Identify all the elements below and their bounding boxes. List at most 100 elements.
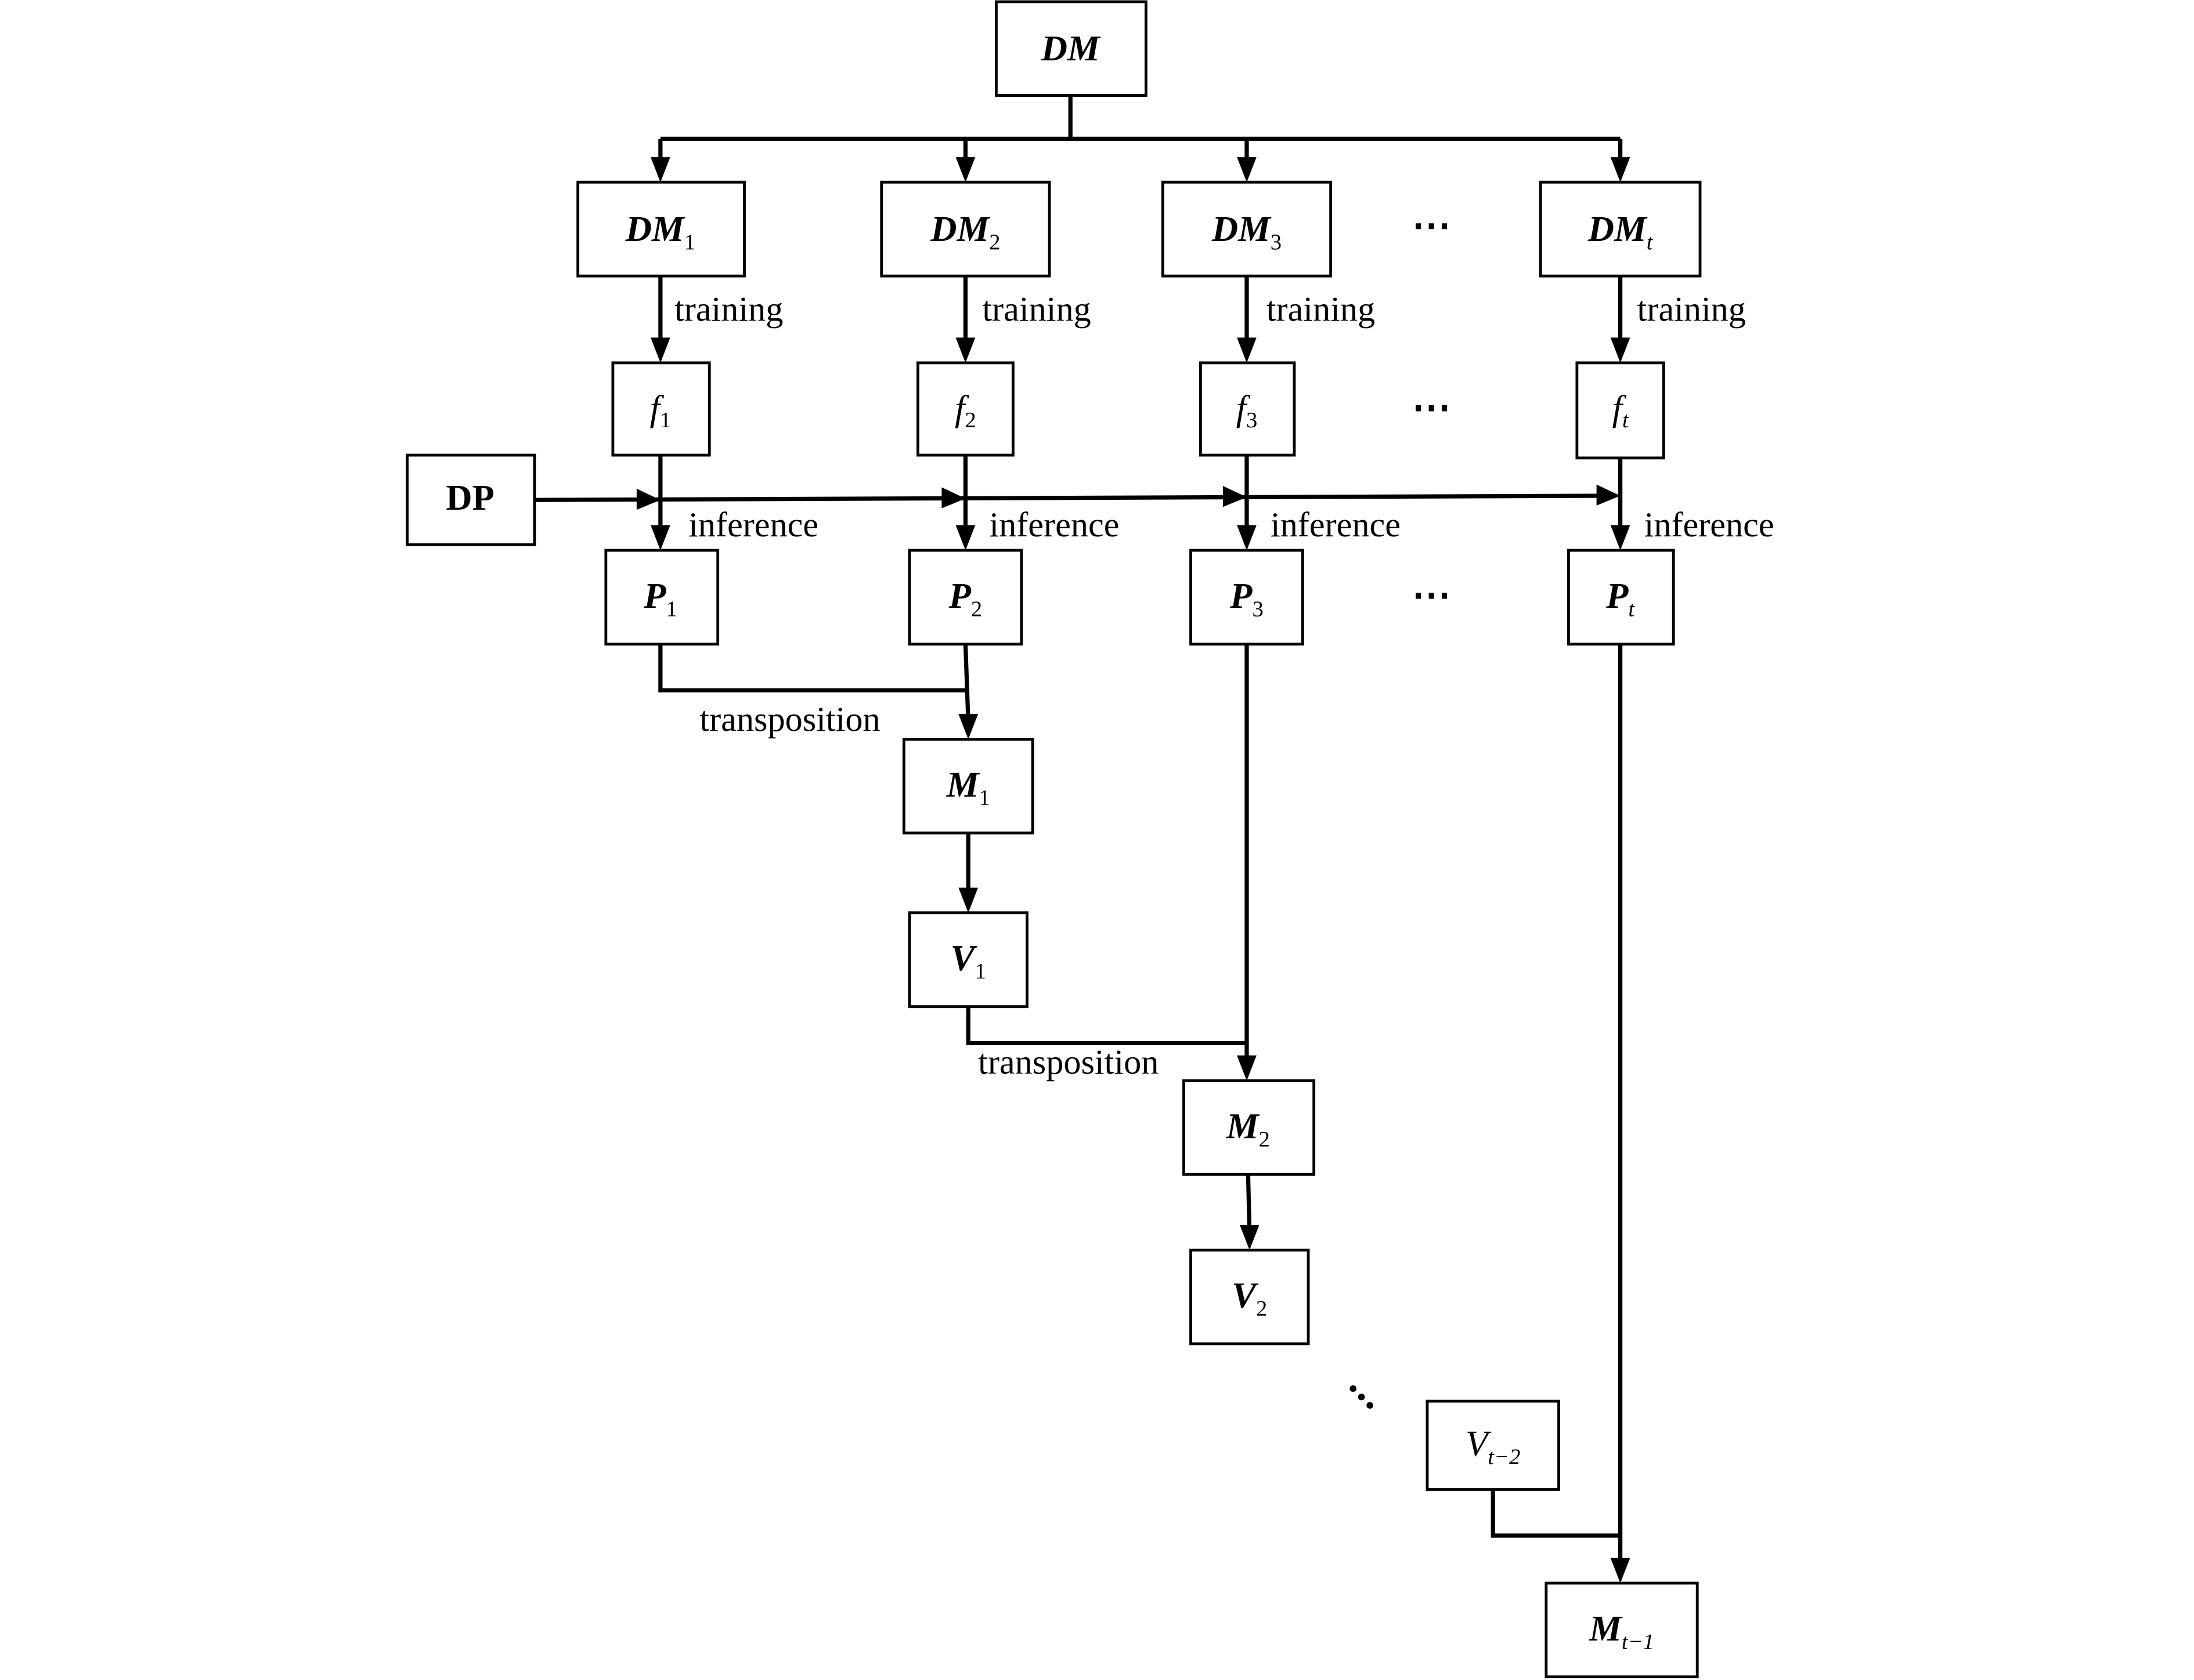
node-mt1: Mt−1 <box>1545 1581 1699 1679</box>
node-m2: M2 <box>1182 1079 1316 1176</box>
node-v1-label: V <box>951 938 978 978</box>
svg-text:DM3: DM3 <box>1211 208 1282 254</box>
node-dp: DP <box>406 453 536 546</box>
node-dm3-subscript: 3 <box>1271 230 1282 255</box>
svg-text:Mt−1: Mt−1 <box>1589 1608 1654 1654</box>
ellipsis-dm-row: ⋯ <box>1412 203 1450 247</box>
node-dm1-label: DM <box>625 208 685 249</box>
arrowhead-down-v1 <box>958 887 979 913</box>
node-p2: P2 <box>908 549 1023 646</box>
node-f3-subscript: 3 <box>1246 408 1257 432</box>
node-m1: M1 <box>902 738 1034 835</box>
label-training-1: training <box>674 290 783 329</box>
node-dp-label: DP <box>446 477 495 518</box>
arrowhead-down-f1 <box>650 337 670 363</box>
arrowhead-down-f3 <box>1237 337 1257 363</box>
ellipsis-p-row: ⋯ <box>1412 573 1450 617</box>
node-f1: f1 <box>611 361 711 457</box>
arrowhead-right-col1 <box>636 488 661 510</box>
svg-text:DM2: DM2 <box>930 208 1000 254</box>
arrowhead-right-col3 <box>1222 486 1247 507</box>
node-pt-subscript: t <box>1628 597 1635 621</box>
svg-text:V2: V2 <box>1232 1275 1267 1321</box>
node-p1-subscript: 1 <box>666 597 677 621</box>
label-inference-2: inference <box>989 506 1119 545</box>
connector-vt2-merge <box>1491 1489 1621 1538</box>
node-vt2: Vt−2 <box>1426 1400 1560 1491</box>
arrowhead-down-p1 <box>650 525 670 550</box>
node-dm2-subscript: 2 <box>989 230 1000 255</box>
node-dm2: DM2 <box>880 181 1051 277</box>
svg-text:DMt: DMt <box>1587 208 1654 254</box>
arrowhead-down-dmt <box>1610 157 1630 182</box>
node-dm-label: DM <box>1041 28 1101 69</box>
svg-text:P3: P3 <box>1229 575 1264 621</box>
node-f2: f2 <box>916 361 1015 457</box>
node-ft: ft <box>1575 361 1665 460</box>
arrowhead-right-colt <box>1596 484 1621 506</box>
node-mt1-subscript: t−1 <box>1622 1629 1654 1654</box>
node-v2-subscript: 2 <box>1256 1297 1267 1321</box>
node-mt1-label: M <box>1589 1608 1623 1649</box>
arrowhead-down-f2 <box>955 337 976 363</box>
ellipsis-f-row: ⋯ <box>1412 385 1450 429</box>
arrowhead-down-p2 <box>955 525 976 550</box>
node-f2-subscript: 2 <box>965 408 976 432</box>
node-dm1: DM1 <box>576 181 746 277</box>
label-training-3: training <box>1266 290 1375 329</box>
node-dmt-subscript: t <box>1647 230 1654 255</box>
node-dm2-label: DM <box>930 208 990 249</box>
arrowhead-down-dm2 <box>955 157 976 182</box>
svg-text:Pt: Pt <box>1605 575 1635 621</box>
arrowhead-down-m2 <box>1237 1055 1257 1081</box>
node-v2: V2 <box>1189 1248 1310 1346</box>
arrowhead-down-mt1 <box>1610 1558 1630 1584</box>
arrowhead-down-dm3 <box>1237 157 1257 182</box>
svg-text:f2: f2 <box>955 388 976 432</box>
arrowheads <box>636 157 1630 1584</box>
arrowhead-down-p3 <box>1237 525 1257 550</box>
edge-labels: training training training training infe… <box>674 290 1774 1082</box>
node-m2-subscript: 2 <box>1259 1127 1270 1152</box>
node-v1-subscript: 1 <box>975 960 986 984</box>
svg-text:DM: DM <box>1041 28 1101 69</box>
node-m1-subscript: 1 <box>979 786 990 810</box>
svg-text:V1: V1 <box>951 938 986 983</box>
label-transposition-1: transposition <box>699 700 880 739</box>
connector-p2-m1 <box>963 644 970 723</box>
ellipsis-diagonal <box>1349 1385 1373 1409</box>
node-pt-label: P <box>1605 575 1629 616</box>
node-v2-label: V <box>1232 1275 1259 1315</box>
node-vt2-label: V <box>1466 1423 1492 1464</box>
node-dmt-label: DM <box>1587 208 1648 249</box>
node-dm3: DM3 <box>1161 181 1332 277</box>
label-training-2: training <box>982 290 1091 329</box>
node-dmt: DMt <box>1539 181 1702 277</box>
node-f3: f3 <box>1199 361 1296 457</box>
node-pt: Pt <box>1567 549 1675 646</box>
node-p1: P1 <box>604 549 720 646</box>
connector-m2-v2 <box>1246 1174 1252 1234</box>
node-dm3-label: DM <box>1211 208 1272 249</box>
node-dm1-subscript: 1 <box>684 230 695 255</box>
node-p2-subscript: 2 <box>971 597 982 621</box>
node-dm: DM <box>995 0 1147 97</box>
svg-text:M2: M2 <box>1226 1105 1270 1151</box>
node-m1-label: M <box>946 764 980 805</box>
label-training-t: training <box>1637 290 1746 329</box>
label-inference-1: inference <box>688 506 818 545</box>
ellipses: ⋯ ⋯ ⋯ <box>1349 203 1451 1409</box>
svg-text:P2: P2 <box>948 575 983 621</box>
svg-text:M1: M1 <box>946 764 990 810</box>
arrowhead-down-ft <box>1610 337 1630 363</box>
svg-text:P1: P1 <box>643 575 677 621</box>
arrowhead-down-pt <box>1610 525 1630 550</box>
label-inference-3: inference <box>1271 506 1401 545</box>
node-f1-subscript: 1 <box>660 408 671 432</box>
connector-dp-line <box>534 493 1604 502</box>
node-p3-label: P <box>1229 575 1253 616</box>
node-ft-subscript: t <box>1622 408 1629 432</box>
svg-text:DP: DP <box>446 477 495 518</box>
node-m2-label: M <box>1226 1105 1260 1146</box>
